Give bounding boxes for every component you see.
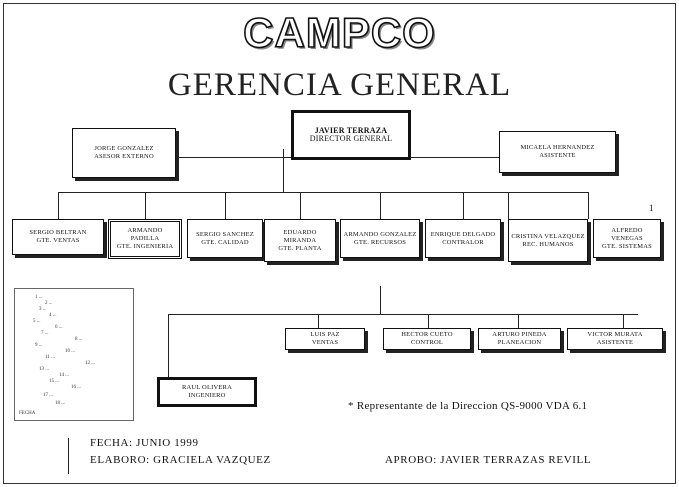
connector-staff-1 (318, 314, 319, 328)
legend-line: 18 ... (55, 401, 65, 406)
advisor-name: JORGE GONZALEZ (94, 145, 154, 152)
legend-footer: FECHA (19, 411, 36, 416)
manager-box: ALFREDO VENEGAS GTE. SISTEMAS (593, 219, 661, 258)
lower-staff-name: RAUL OLIVERA (181, 384, 232, 391)
legend-line: 7 ... (41, 331, 49, 336)
staff-role: CONTROL (410, 339, 444, 346)
connector-staff-4 (623, 314, 624, 328)
connector-manager-5 (380, 192, 381, 219)
assistant-name: MICAELA HERNANDEZ (520, 144, 595, 151)
manager-box: SERGIO SANCHEZ GTE. CALIDAD (187, 219, 263, 258)
manager-role: GTE. SISTEMAS (602, 242, 652, 250)
legend-line: 15 ... (49, 379, 59, 384)
connector-manager-2 (145, 192, 146, 219)
legend-line: 8 ... (75, 337, 83, 342)
legend-line: 4 ... (49, 313, 57, 318)
connector-director-down (283, 149, 284, 192)
staff-name: ARTURO PINEDA (492, 331, 547, 338)
staff-box: HECTOR CUETO CONTROL (383, 328, 471, 350)
director-role: DIRECTOR GENERAL (309, 134, 393, 143)
manager-name: SERGIO BELTRAN (29, 229, 87, 236)
assistant-box: MICAELA HERNANDEZ ASISTENTE (499, 131, 616, 173)
legend-line: 6 ... (55, 325, 63, 330)
staff-name: VICTOR MURATA (587, 331, 643, 338)
manager-role: GTE. PLANTA (278, 244, 322, 252)
manager-role: GTE. INGENIERIA (116, 243, 174, 250)
assistant-role: ASISTENTE (539, 152, 576, 159)
legend-line: 2 ... (45, 301, 53, 306)
manager-name: SERGIO SANCHEZ (196, 230, 254, 238)
staff-role: VENTAS (311, 339, 339, 346)
connector-manager-6 (463, 192, 464, 219)
page-frame (3, 3, 676, 484)
lower-staff-role: INGENIERO (188, 392, 226, 399)
staff-role: ASISTENTE (596, 339, 634, 346)
legend-line: 16 ... (71, 385, 81, 390)
connector-staff-3 (518, 314, 519, 328)
connector-plant-down (380, 286, 381, 314)
director-box: JAVIER TERRAZA DIRECTOR GENERAL (291, 110, 411, 160)
footer-date: FECHA: JUNIO 1999 (90, 437, 199, 449)
manager-box: SERGIO BELTRAN GTE. VENTAS (12, 219, 104, 255)
advisor-box: JORGE GONZALEZ ASESOR EXTERNO (72, 128, 176, 178)
staff-box: VICTOR MURATA ASISTENTE (567, 328, 663, 350)
legend-line: 5 ... (33, 319, 41, 324)
legend-line: 13 ... (39, 367, 49, 372)
manager-name: ENRIQUE DELGADO (430, 230, 496, 238)
staff-role: PLANEACION (497, 339, 542, 346)
manager-box: ENRIQUE DELGADO CONTRALOR (425, 219, 501, 258)
manager-box: ARMANDO PADILLA GTE. INGENIERIA (108, 219, 182, 259)
connector-manager-7 (508, 192, 509, 219)
manager-role: GTE. RECURSOS (353, 238, 407, 246)
manager-name: ALFREDO VENEGAS (611, 226, 643, 242)
staff-name: HECTOR CUETO (401, 331, 453, 338)
side-mark: 1 (649, 203, 654, 213)
director-name: JAVIER TERRAZA (314, 126, 388, 135)
manager-role: GTE. CALIDAD (201, 238, 249, 246)
manager-role: CONTRALOR (442, 238, 484, 246)
department-title: GERENCIA GENERAL (167, 67, 512, 103)
footer-approved-by: APROBO: JAVIER TERRAZAS REVILL (385, 454, 592, 466)
legend-line: 1 ... (35, 295, 43, 300)
staff-name: LUIS PAZ (310, 331, 340, 338)
connector-staff-2 (428, 314, 429, 328)
connector-manager-8 (588, 192, 589, 219)
manager-name: CRISTINA VELAZQUEZ (511, 232, 585, 240)
manager-name: ARMANDO GONZALEZ (343, 230, 417, 238)
legend-line: 14 ... (59, 373, 69, 378)
connector-manager-3 (225, 192, 226, 219)
connector-manager-1 (58, 192, 59, 219)
footer-prepared-by: ELABORO: GRACIELA VAZQUEZ (90, 454, 271, 466)
manager-name: ARMANDO PADILLA (127, 227, 163, 242)
legend-line: 9 ... (35, 343, 43, 348)
advisor-role: ASESOR EXTERNO (94, 153, 154, 160)
manager-box: EDUARDO MIRANDA GTE. PLANTA (264, 219, 336, 262)
connector-staff-bus (168, 314, 638, 315)
legend-line: 10 ... (65, 349, 75, 354)
staff-box: ARTURO PINEDA PLANEACION (478, 328, 561, 350)
legend-line: 12 ... (85, 361, 95, 366)
lower-staff-box: RAUL OLIVERA INGENIERO (157, 377, 257, 407)
representative-note: * Representante de la Direccion QS-9000 … (348, 400, 588, 412)
legend-line: 3 ... (39, 307, 47, 312)
manager-name: EDUARDO MIRANDA (283, 228, 317, 244)
manager-role: GTE. VENTAS (36, 237, 80, 244)
company-logo-text: CAMPCO (242, 9, 436, 57)
legend-line: 11 ... (45, 355, 55, 360)
manager-box: CRISTINA VELAZQUEZ REC. HUMANOS (508, 219, 588, 262)
footer-left-bar (68, 438, 69, 474)
connector-managers-bus (58, 192, 588, 193)
manager-box: ARMANDO GONZALEZ GTE. RECURSOS (340, 219, 420, 258)
legend-line: 17 ... (43, 393, 53, 398)
connector-manager-4 (300, 192, 301, 219)
manager-role: REC. HUMANOS (522, 240, 574, 248)
staff-box: LUIS PAZ VENTAS (285, 328, 365, 350)
connector-lower-staff (168, 314, 169, 377)
legend-block: 1 ... 2 ... 3 ... 4 ... 5 ... 6 ... 7 ..… (14, 288, 134, 421)
